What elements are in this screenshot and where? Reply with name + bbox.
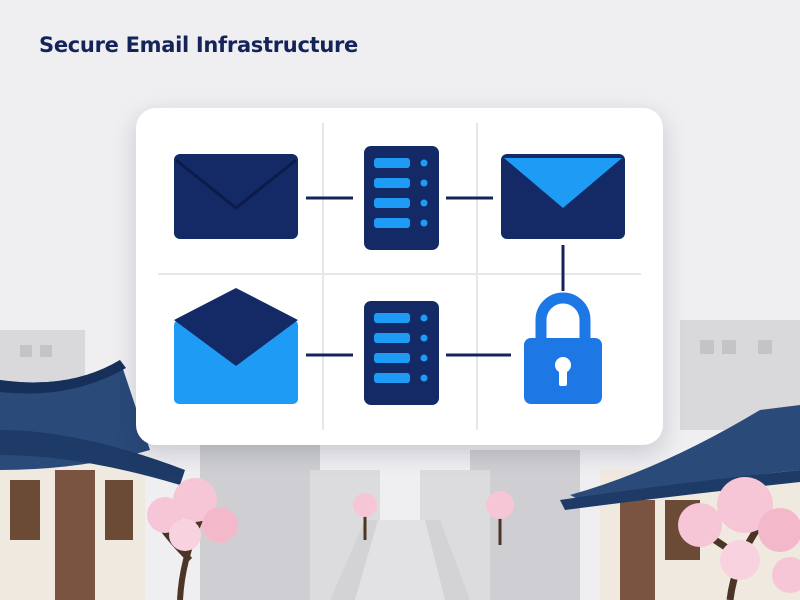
left-blossom-tree (147, 478, 238, 600)
page-title: Secure Email Infrastructure (39, 33, 358, 57)
grid-lines (158, 123, 641, 430)
padlock-icon (524, 292, 602, 404)
server-icon-top (364, 146, 439, 250)
right-blossom-tree (678, 477, 800, 600)
envelope-open-icon (174, 288, 298, 404)
envelope-closed-icon (174, 154, 298, 239)
envelope-highlight-icon (501, 154, 625, 239)
server-icon-bottom (364, 301, 439, 405)
center-blossom-trees (353, 491, 514, 545)
left-traditional-house (0, 360, 185, 600)
diagram-card (136, 108, 663, 445)
flow-diagram (158, 123, 641, 430)
connector-lines (306, 196, 565, 357)
